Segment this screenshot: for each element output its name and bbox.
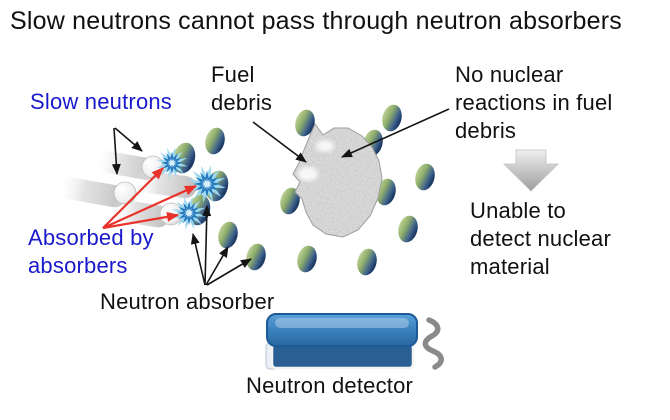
neutron-absorber-icon bbox=[379, 102, 405, 134]
neutron-absorber-icon bbox=[294, 243, 320, 275]
unable-to-detect-label: Unable to detect nuclear material bbox=[470, 198, 611, 279]
neutron-absorber-icon bbox=[395, 213, 421, 245]
neutron-absorber-label: Neutron absorber bbox=[100, 289, 275, 314]
detector-cable-icon bbox=[422, 317, 444, 370]
neutron-trails bbox=[56, 150, 197, 228]
annotation-arrows bbox=[111, 108, 450, 286]
neutron-absorber-icon bbox=[354, 246, 380, 278]
neutron-absorber-icon bbox=[243, 241, 269, 273]
fuel-debris-label: Fuel debris bbox=[211, 62, 273, 115]
no-reactions-label: No nuclear reactions in fuel debris bbox=[455, 62, 613, 143]
neutron-absorber-icon bbox=[412, 161, 438, 193]
fuel-debris-blob bbox=[292, 122, 383, 238]
neutron-absorber-icon bbox=[202, 125, 228, 157]
neutron-absorber-arrow bbox=[206, 258, 252, 286]
slow-neutron-icon bbox=[113, 181, 137, 205]
neutron-detector-label: Neutron detector bbox=[246, 373, 414, 398]
slow-neutrons-arrow bbox=[111, 127, 121, 175]
fuel-debris-arrow bbox=[252, 121, 307, 163]
neutron-absorber-arrow bbox=[205, 246, 229, 286]
absorbed-by-label: Absorbed by absorbers bbox=[28, 225, 154, 278]
down-block-arrow-icon bbox=[503, 149, 559, 192]
neutron-absorber-icon bbox=[215, 219, 241, 251]
neutron-absorber-arrow bbox=[190, 233, 206, 286]
absorbed-by-arrows bbox=[102, 167, 197, 230]
slow-neutron-icon bbox=[159, 202, 183, 226]
page-title: Slow neutrons cannot pass through neutro… bbox=[10, 7, 622, 35]
slow-neutrons-arrow bbox=[114, 127, 143, 152]
slow-neutrons-label: Slow neutrons bbox=[30, 89, 173, 114]
no-reactions-arrow bbox=[341, 108, 450, 158]
neutron-absorber-arrow bbox=[202, 205, 212, 286]
neutron-detector-icon bbox=[265, 313, 444, 370]
